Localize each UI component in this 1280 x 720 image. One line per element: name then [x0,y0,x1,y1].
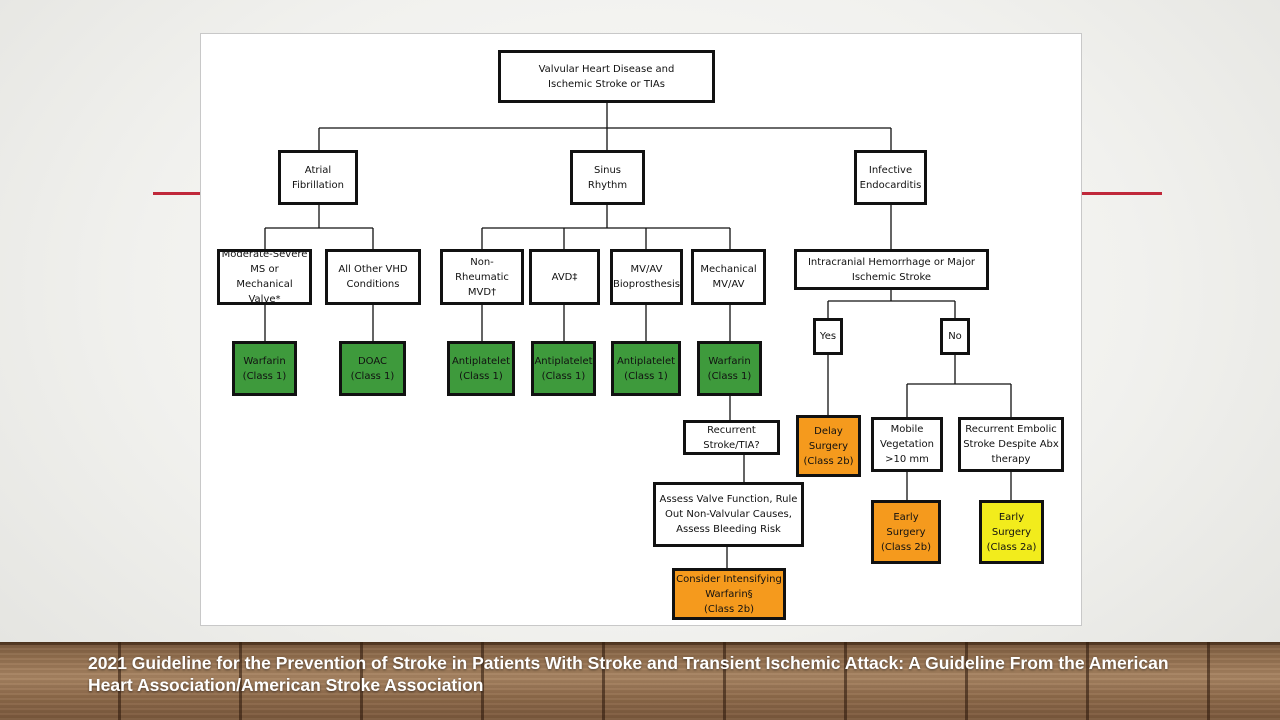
box-antiplatelet-bioprosthesis: Antiplatelet (Class 1) [611,341,681,396]
wood-floor-background [0,642,1280,720]
box-doac-class1: DOAC (Class 1) [339,341,406,396]
box-all-other-vhd: All Other VHD Conditions [325,249,421,305]
box-antiplatelet-nonrheum: Antiplatelet (Class 1) [447,341,515,396]
box-sinus-rhythm: Sinus Rhythm [570,150,645,205]
box-warfarin-class1-mechanical: Warfarin (Class 1) [697,341,762,396]
box-antiplatelet-avd: Antiplatelet (Class 1) [531,341,596,396]
box-root: Valvular Heart Disease and Ischemic Stro… [498,50,715,103]
box-yes: Yes [813,318,843,355]
box-non-rheumatic-mvd: Non-Rheumatic MVD† [440,249,524,305]
box-recurrent-stroke-tia: Recurrent Stroke/TIA? [683,420,780,455]
box-avd: AVD‡ [529,249,600,305]
slide-caption: 2021 Guideline for the Prevention of Str… [88,653,1169,695]
box-early-surgery-class2b: Early Surgery (Class 2b) [871,500,941,564]
box-moderate-severe-ms: Moderate-Severe MS or Mechanical Valve* [217,249,312,305]
floor-seam [0,642,1280,645]
box-consider-intensifying-warfarin: Consider Intensifying Warfarin§ (Class 2… [672,568,786,620]
box-infective-endocarditis: Infective Endocarditis [854,150,927,205]
box-no: No [940,318,970,355]
box-mechanical-mv-av: Mechanical MV/AV [691,249,766,305]
box-recurrent-embolic-stroke: Recurrent Embolic Stroke Despite Abx the… [958,417,1064,472]
box-assess-valve-function: Assess Valve Function, Rule Out Non-Valv… [653,482,804,547]
flowchart-panel: Valvular Heart Disease and Ischemic Stro… [200,33,1082,626]
box-mv-av-bioprosthesis: MV/AV Bioprosthesis [610,249,683,305]
connector-lines [264,102,1012,568]
box-warfarin-class1-af: Warfarin (Class 1) [232,341,297,396]
box-early-surgery-class2a: Early Surgery (Class 2a) [979,500,1044,564]
box-delay-surgery: Delay Surgery (Class 2b) [796,415,861,477]
accent-line-left [153,192,200,195]
box-mobile-vegetation: Mobile Vegetation >10 mm [871,417,943,472]
box-ich-major-stroke: Intracranial Hemorrhage or Major Ischemi… [794,249,989,290]
box-atrial-fibrillation: Atrial Fibrillation [278,150,358,205]
accent-line-right [1082,192,1162,195]
